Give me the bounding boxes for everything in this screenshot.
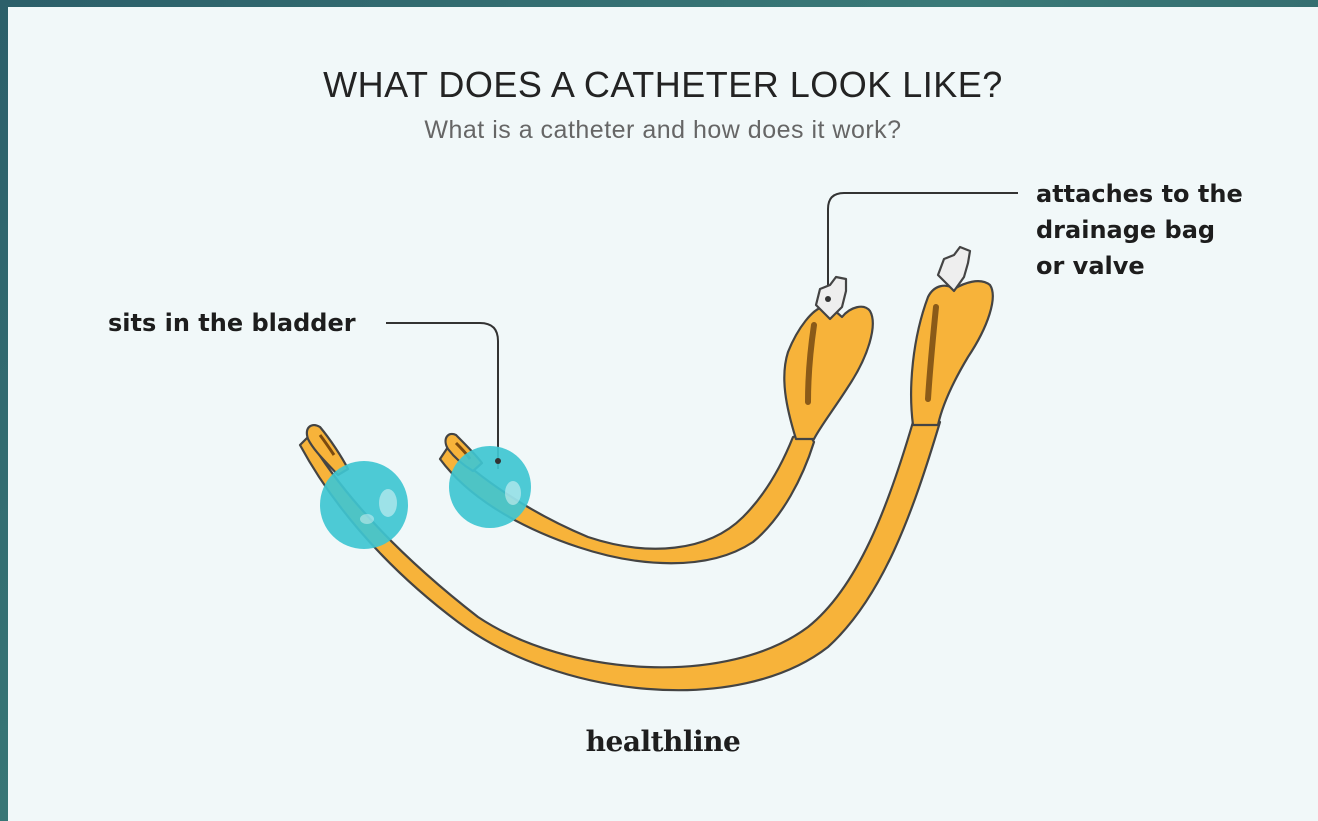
drainage-callout-label: attaches to the drainage bag or valve (1036, 176, 1306, 284)
drainage-callout-line-2: drainage bag (1036, 212, 1306, 248)
drainage-callout-line-3: or valve (1036, 248, 1306, 284)
page-subtitle: What is a catheter and how does it work? (8, 116, 1318, 145)
small-catheter-funnel (784, 307, 872, 439)
page-title: WHAT DOES A CATHETER LOOK LIKE? (8, 64, 1318, 106)
drainage-callout-line (828, 193, 1018, 297)
bladder-callout-label: sits in the bladder (108, 305, 356, 341)
large-catheter-funnel (911, 281, 993, 425)
healthline-logo: healthline (8, 725, 1318, 758)
drainage-callout-line-1: attaches to the (1036, 176, 1306, 212)
large-catheter (300, 247, 993, 690)
infographic-panel: WHAT DOES A CATHETER LOOK LIKE? What is … (8, 7, 1318, 821)
